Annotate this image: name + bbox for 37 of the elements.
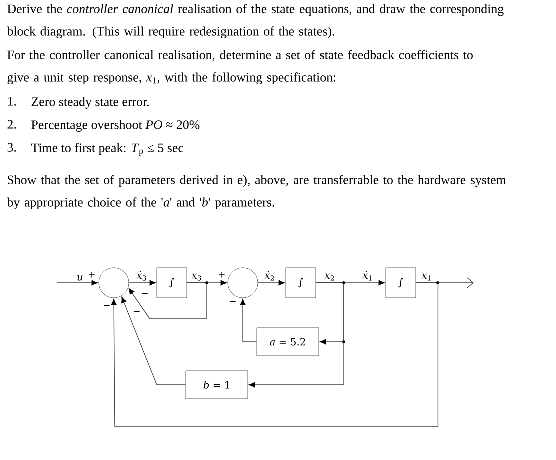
sign-label: + — [89, 272, 95, 278]
edge-label: ẋ$_{3}$ — [136, 271, 146, 281]
integrator-block: ∫ — [286, 268, 316, 298]
feedback-arrow — [249, 282, 344, 388]
paragraph: For the controller canonical realisation, determine a set of state feedback coefficients to give a unit step response, x$_{1}$, with the following specification: — [8, 50, 473, 85]
list-number: 1. — [8, 97, 16, 106]
gain-block: b = 1 — [186, 370, 248, 400]
signal-label: ẋ$_{1}$ — [362, 271, 372, 281]
feedback-arrow — [122, 296, 186, 386]
sign-label: − — [230, 301, 236, 302]
integrator-block: ∫ — [156, 268, 188, 298]
edge-label: x$_{3}$ — [192, 274, 202, 281]
list-item: Zero steady state error. — [32, 97, 150, 109]
list-item: Percentage overshoot PO ≈ 20% — [32, 120, 200, 132]
sign-label: − — [134, 311, 140, 312]
list-number: 3. — [8, 143, 16, 152]
sign-label: − — [142, 293, 148, 294]
list-number: 2. — [8, 120, 16, 129]
feedback-arrow — [240, 299, 258, 342]
paragraph: Show that the set of parameters derived in e), above, are transferrable to the hardware system by appropriate choice of the 'a' and 'b' parameters. — [7, 175, 506, 210]
feedback-arrow — [128, 282, 208, 320]
list-item: Time to first peak: T$_{p}$ ≤ 5 sec — [31, 143, 184, 156]
edge-label: x$_{1}$ — [422, 274, 431, 281]
paragraph: Derive the controller canonical realisation of the state equations, and draw the corresponding block diagram. (This will require redesignation of the states). — [7, 4, 504, 39]
integrator-block: ∫ — [386, 268, 416, 298]
signal-arrow — [128, 280, 156, 286]
signal-arrow — [258, 280, 285, 286]
summing-junction — [98, 268, 130, 298]
sign-label: + — [219, 272, 225, 278]
signal-arrow — [56, 280, 98, 286]
summing-junction — [228, 268, 258, 298]
sign-label: − — [104, 305, 110, 306]
gain-block: a = 5.2 — [256, 328, 320, 356]
edge-label: ẋ$_{2}$ — [264, 271, 274, 281]
feedback-arrow — [111, 282, 439, 428]
edge-label: x$_{2}$ — [324, 274, 334, 281]
signal-label: u — [78, 276, 83, 281]
